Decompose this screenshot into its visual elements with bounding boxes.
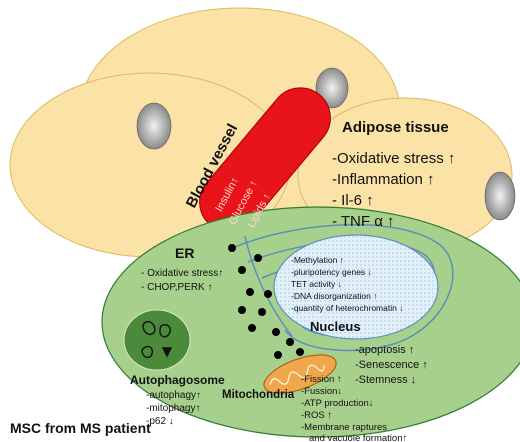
cell-item: -apoptosis ↑ [355, 344, 414, 356]
er-item: - Oxidative stress↑ [141, 268, 223, 279]
ribosome-dot [258, 308, 266, 316]
nucleus-item: -pluripotency genes ↓ [291, 267, 372, 277]
ribosome-dot [286, 338, 294, 346]
nucleus-item: -quantity of heterochromatin ↓ [291, 303, 403, 313]
autophagosome-title: Autophagosome [130, 373, 225, 387]
mito-item: -ATP production↓ [301, 398, 374, 409]
msc-title: MSC from MS patient [10, 420, 151, 436]
ribosome-dot [254, 254, 262, 262]
cell-item: -Senescence ↑ [355, 359, 428, 371]
ribosome-dot [264, 290, 272, 298]
er-item: - CHOP,PERK ↑ [141, 282, 213, 293]
autophagosome [123, 309, 191, 371]
mito-item: and vacuole formation↑ [309, 433, 407, 442]
nucleus-item: TET activity ↓ [291, 279, 342, 289]
mitochondrion-cristae [269, 364, 326, 386]
ribosome-dot [228, 244, 236, 252]
ribosome-dot [238, 266, 246, 274]
mito-item: -Fussion↓ [301, 386, 342, 397]
nucleus-title: Nucleus [310, 319, 361, 334]
adipose-tissue-title: Adipose tissue [342, 119, 449, 136]
mito-item: -ROS ↑ [301, 410, 332, 421]
adipose-item: - Il-6 ↑ [332, 192, 374, 209]
autophagy-item: -autophagy↑ [146, 390, 201, 401]
ribosomes [228, 244, 304, 359]
ribosome-dot [246, 288, 254, 296]
ribosome-dot [272, 328, 280, 336]
autophagy-item: -p62 ↓ [146, 416, 174, 427]
adipocyte-top-lipid [315, 67, 349, 109]
nucleus-chromatin [274, 235, 438, 339]
nucleus-item: -Methylation ↑ [291, 255, 344, 265]
ribosome-dot [296, 348, 304, 356]
autophagosome-contents [141, 320, 173, 359]
ribosome-dot [248, 324, 256, 332]
mito-item: -Membrane raptures [301, 422, 387, 433]
adipocyte-left-lipid [136, 102, 172, 150]
ribosome-dot [274, 351, 282, 359]
adipocyte-right-lipid [484, 171, 516, 221]
mito-item: -Fission ↑ [301, 374, 342, 385]
adipose-item: -Inflammation ↑ [332, 171, 435, 188]
ribosome-dot [238, 306, 246, 314]
mitochondria-title: Mitochondria [222, 389, 295, 401]
cell-item: -Stemness ↓ [355, 374, 416, 386]
adipose-item: -Oxidative stress ↑ [332, 150, 455, 167]
er-title: ER [175, 245, 194, 261]
nucleus-item: -DNA disorganization ↑ [291, 291, 377, 301]
autophagy-item: -mitophagy↑ [146, 403, 200, 414]
adipose-item: - TNF α ↑ [332, 213, 395, 230]
